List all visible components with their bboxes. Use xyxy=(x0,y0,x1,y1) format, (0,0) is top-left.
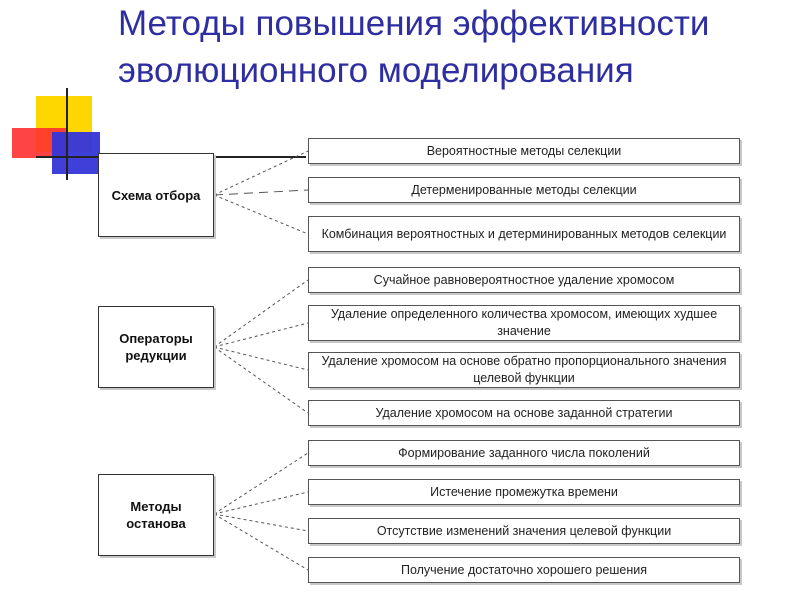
item-no-change: Отсутствие изменений значения целевой фу… xyxy=(308,518,740,544)
connector-line xyxy=(213,513,309,571)
connector-line xyxy=(213,194,309,235)
connector-line xyxy=(213,346,309,371)
category-reduction-operators: Операторы редукции xyxy=(98,306,214,388)
item-random-removal: Сучайное равновероятностное удаление хро… xyxy=(308,267,740,293)
connector-line xyxy=(213,189,309,196)
item-generation-count: Формирование заданного числа поколений xyxy=(308,440,740,466)
item-probabilistic-selection: Вероятностные методы селекции xyxy=(308,138,740,164)
connector-line xyxy=(213,279,309,348)
item-good-solution: Получение достаточно хорошего решения xyxy=(308,557,740,583)
item-combined-selection: Комбинация вероятностных и детерминирова… xyxy=(308,216,740,252)
item-strategy-removal: Удаление хромосом на основе заданной стр… xyxy=(308,400,740,426)
connector-line xyxy=(213,452,309,515)
decoration-vertical-line xyxy=(66,88,68,180)
decoration-blue-square xyxy=(52,132,100,174)
item-inverse-proportional-removal: Удаление хромосом на основе обратно проп… xyxy=(308,352,740,388)
item-worst-removal: Удаление определенного количества хромос… xyxy=(308,305,740,341)
category-selection-scheme: Схема отбора xyxy=(98,153,214,237)
connector-line xyxy=(213,346,309,414)
category-stop-methods: Методы останова xyxy=(98,474,214,556)
connector-line xyxy=(213,150,309,196)
page-title: Методы повышения эффективности эволюцион… xyxy=(118,4,710,90)
connector-line xyxy=(213,513,309,532)
connector-line xyxy=(213,322,309,348)
item-deterministic-selection: Детерменированные методы селекции xyxy=(308,177,740,203)
item-time-expiry: Истечение промежутка времени xyxy=(308,479,740,505)
connector-line xyxy=(213,491,309,515)
